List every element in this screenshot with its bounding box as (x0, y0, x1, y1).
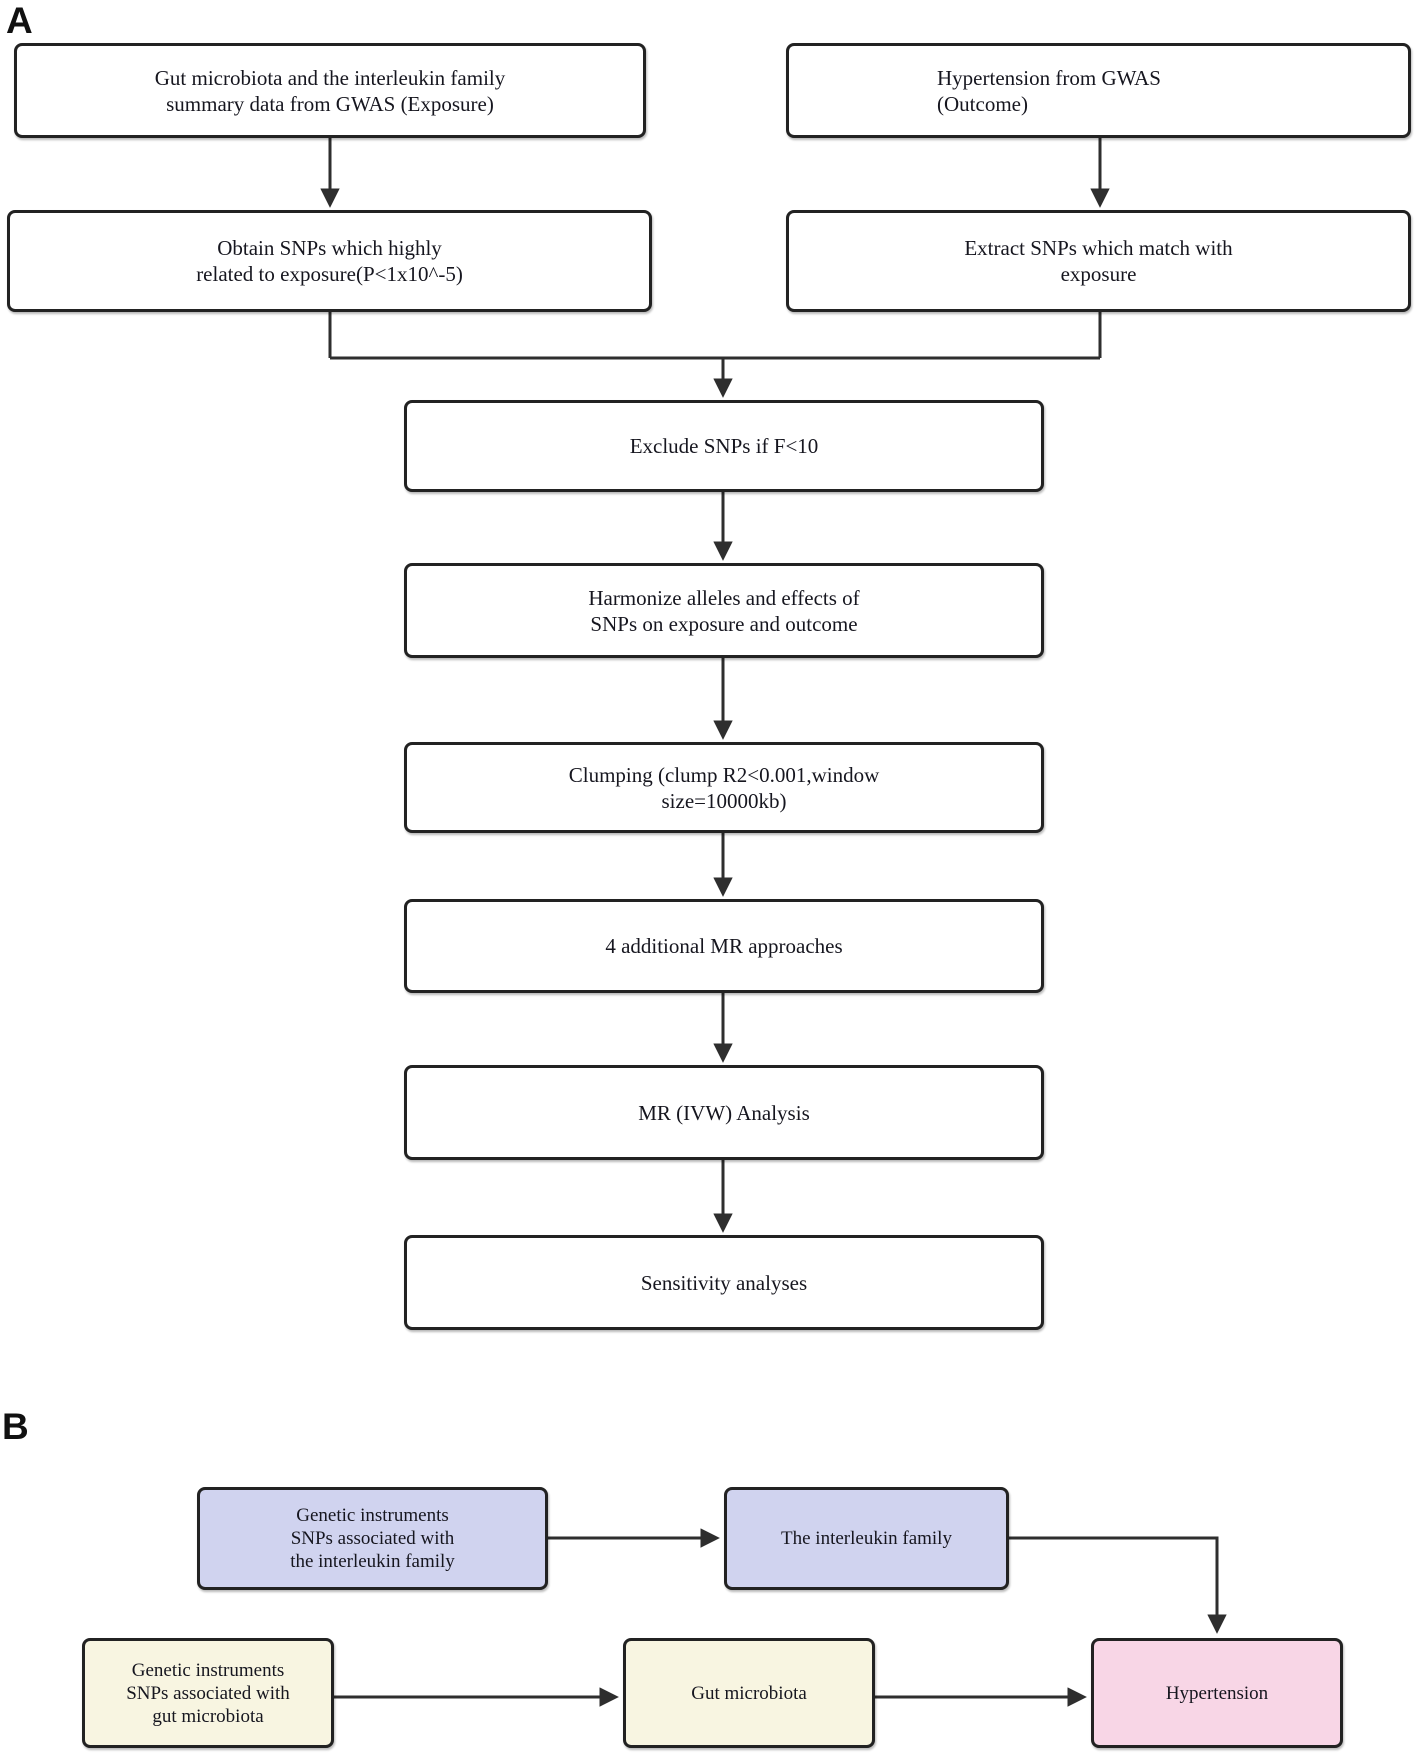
box-mr-ivw: MR (IVW) Analysis (404, 1065, 1044, 1160)
box-line: exposure (1060, 262, 1137, 286)
box-line: the interleukin family (290, 1551, 455, 1572)
box-line: Exclude SNPs if F<10 (629, 434, 819, 458)
box-line: SNPs on exposure and outcome (590, 611, 858, 636)
box-gi-gut: Genetic instruments SNPs associated with… (82, 1638, 334, 1748)
panel-a-label: A (6, 0, 33, 41)
box-gi-interleukin: Genetic instruments SNPs associated with… (197, 1487, 548, 1590)
box-line: SNPs associated with (126, 1682, 290, 1704)
box-line: gut microbiota (152, 1705, 264, 1727)
box-outcome-source: Hypertension from GWAS (Outcome) (786, 43, 1411, 138)
box-line: Harmonize alleles and effects of (588, 585, 860, 610)
box-obtain-snps: Obtain SNPs which highly related to expo… (7, 210, 652, 312)
box-line: Gut microbiota and the interleukin famil… (154, 65, 506, 90)
box-line: size=10000kb) (661, 788, 787, 813)
box-line: (Outcome) (937, 91, 1028, 116)
box-exclude-snps: Exclude SNPs if F<10 (404, 400, 1044, 492)
arrow-family-to-hypertension (1009, 1536, 1227, 1634)
box-interleukin-family: The interleukin family (724, 1487, 1009, 1590)
box-sensitivity: Sensitivity analyses (404, 1235, 1044, 1330)
box-line: Gut microbiota (691, 1682, 807, 1704)
box-line: Hypertension from GWAS (937, 65, 1161, 90)
box-clumping: Clumping (clump R2<0.001,window size=100… (404, 742, 1044, 833)
box-line: Clumping (clump R2<0.001,window (568, 762, 880, 787)
box-extract-snps: Extract SNPs which match with exposure (786, 210, 1411, 312)
box-line: Genetic instruments (131, 1659, 285, 1681)
box-gut-microbiota: Gut microbiota (623, 1638, 875, 1748)
box-mr-approaches: 4 additional MR approaches (404, 899, 1044, 993)
box-hypertension: Hypertension (1091, 1638, 1343, 1748)
box-exposure-source: Gut microbiota and the interleukin famil… (14, 43, 646, 138)
box-line: Sensitivity analyses (640, 1270, 808, 1295)
box-line: Hypertension (1165, 1682, 1269, 1704)
box-line: related to exposure(P<1x10^-5) (196, 262, 463, 286)
panel-b-label: B (2, 1406, 29, 1447)
box-line: Extract SNPs which match with (964, 236, 1233, 260)
box-line: Obtain SNPs which highly (217, 236, 442, 260)
box-line: SNPs associated with (290, 1528, 455, 1549)
box-harmonize: Harmonize alleles and effects of SNPs on… (404, 563, 1044, 658)
box-line: summary data from GWAS (Exposure) (166, 91, 494, 116)
box-line: MR (IVW) Analysis (638, 1100, 810, 1125)
box-line: 4 additional MR approaches (605, 934, 843, 958)
box-line: The interleukin family (781, 1528, 952, 1549)
box-line: Genetic instruments (296, 1505, 449, 1526)
